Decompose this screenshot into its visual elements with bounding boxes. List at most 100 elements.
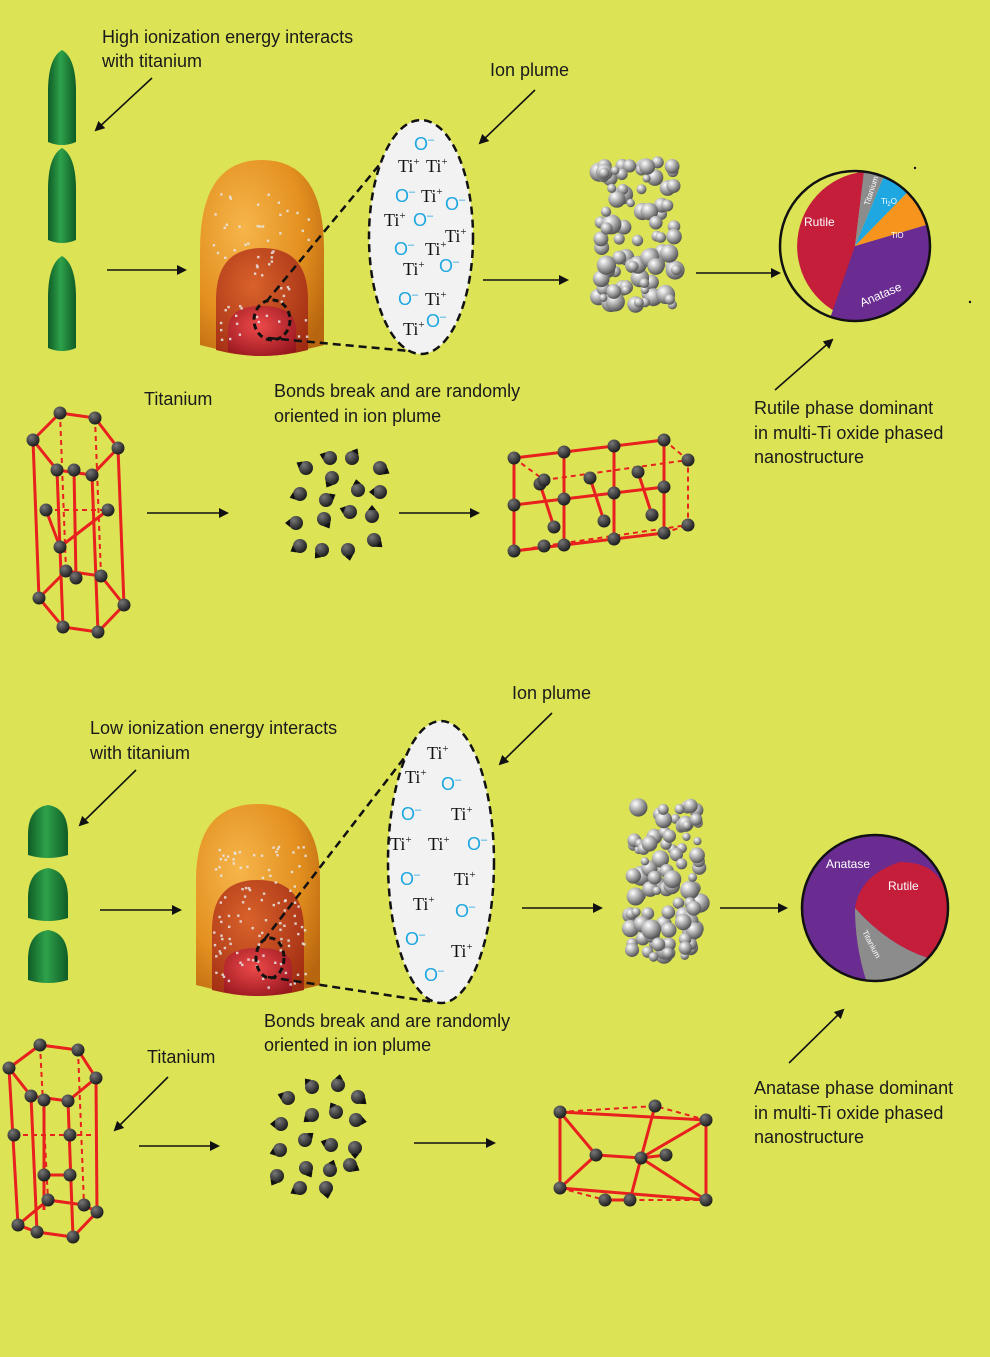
plume-particle — [261, 274, 264, 277]
result-label-line3: nanostructure — [754, 447, 864, 467]
orientation-arrow — [323, 1193, 331, 1199]
plume-particle — [224, 896, 227, 899]
nanoparticle — [631, 907, 641, 917]
ti-atom — [323, 1163, 337, 1177]
ti-atom — [319, 1181, 333, 1195]
plume-particle — [296, 973, 300, 976]
rutile-atom — [631, 465, 645, 479]
ti-atom — [305, 1080, 319, 1094]
nanoparticle — [672, 897, 685, 909]
plume-particle — [220, 193, 223, 196]
nanoparticle — [613, 233, 625, 245]
pie-label-rutile: Rutile — [888, 879, 919, 893]
nanoparticle — [678, 941, 692, 955]
nanoparticle — [662, 829, 677, 843]
ion-plume-oval — [367, 118, 475, 356]
ti-atom — [53, 540, 67, 554]
plume-particle — [238, 851, 242, 854]
plume-particles — [213, 845, 307, 989]
o-ion: O– — [426, 311, 447, 331]
plume-particle — [220, 328, 223, 332]
plume-particle — [233, 249, 236, 252]
ti-atom — [66, 1230, 80, 1244]
rutile-atom — [607, 439, 621, 453]
ti-atom — [117, 598, 131, 612]
plume-particle — [253, 272, 257, 275]
plume-particle — [282, 294, 286, 298]
tip-label-line2: with titanium — [89, 743, 190, 763]
plume-particle — [248, 888, 252, 892]
bonds-label-line1: Bonds break and are randomly — [274, 381, 520, 401]
rutile-atom — [537, 539, 551, 553]
nanoparticle — [607, 183, 617, 193]
plume-particle — [244, 243, 247, 246]
pie-label-ti2o3-sub: 2 — [887, 202, 891, 208]
plume-particle — [220, 338, 224, 341]
ti-atom — [53, 406, 67, 420]
result-label-line2: in multi-Ti oxide phased — [754, 1103, 943, 1123]
orientation-arrow — [368, 505, 376, 510]
rutile-atom — [547, 520, 561, 534]
plume-particle — [255, 264, 259, 267]
plume-particle — [226, 855, 230, 858]
pie-label-ti2o3-o: O — [891, 197, 897, 206]
plume-particle — [222, 854, 225, 857]
plume-particle — [274, 881, 277, 884]
plume-particle — [233, 851, 237, 854]
ti-atom — [56, 620, 70, 634]
dot-mark — [968, 300, 972, 304]
nanoparticle — [625, 868, 641, 884]
ti-ion: Ti+ — [413, 894, 435, 914]
plume-particle — [272, 903, 275, 907]
plume-particle — [257, 320, 260, 324]
plume-particle — [243, 895, 247, 898]
plume-particle — [268, 263, 271, 266]
rutile-atom — [657, 526, 671, 540]
ti-atom — [2, 1061, 16, 1075]
high-energy-tip — [48, 148, 76, 243]
plume-particle — [287, 287, 291, 291]
plume-particle — [223, 946, 227, 950]
rutile-atom — [557, 492, 571, 506]
lattice-atoms — [2, 1038, 104, 1244]
ti-ion: Ti+ — [428, 834, 450, 854]
orientation-arrow — [269, 1148, 276, 1156]
orientation-arrow — [277, 1092, 284, 1100]
nanoparticle — [661, 922, 677, 938]
tip-label-line1: High ionization energy interacts — [102, 27, 353, 47]
ti-atom — [373, 485, 387, 499]
plume-particle — [237, 914, 240, 917]
orientation-arrow — [369, 488, 374, 496]
pie-slice-titanium — [855, 171, 884, 246]
plume-particle — [227, 914, 231, 918]
nanoparticle — [689, 847, 705, 864]
nanoparticle — [651, 850, 670, 868]
plume-particle — [284, 899, 287, 902]
ti-atom — [293, 1181, 307, 1195]
o-ion: O– — [405, 929, 426, 949]
plume-particle — [307, 218, 310, 221]
nanoparticle — [633, 297, 644, 308]
ti-atom — [37, 1093, 51, 1107]
plume-particle — [221, 937, 224, 941]
ti-atom — [325, 471, 339, 485]
arrow — [498, 712, 553, 766]
rutile-atom — [607, 486, 621, 500]
orientation-arrow — [329, 1102, 337, 1109]
nanoparticle — [640, 202, 659, 221]
plume-particle — [256, 266, 259, 269]
plume-particle — [236, 951, 239, 955]
plume-particle — [307, 238, 310, 242]
ti-atom — [273, 1143, 287, 1157]
ti-atom — [293, 539, 307, 553]
plume-particle — [286, 209, 289, 213]
top-panel: High ionization energy interacts with ti… — [26, 27, 972, 639]
ti-atom — [315, 543, 329, 557]
plume-particle — [305, 335, 309, 338]
pie-slice-ti2o3 — [855, 176, 908, 246]
nanoparticle — [600, 206, 612, 217]
o-ion: O– — [395, 186, 416, 206]
nanoparticle — [596, 255, 617, 275]
plume-particle — [262, 892, 266, 895]
anatase-atom — [699, 1193, 713, 1207]
